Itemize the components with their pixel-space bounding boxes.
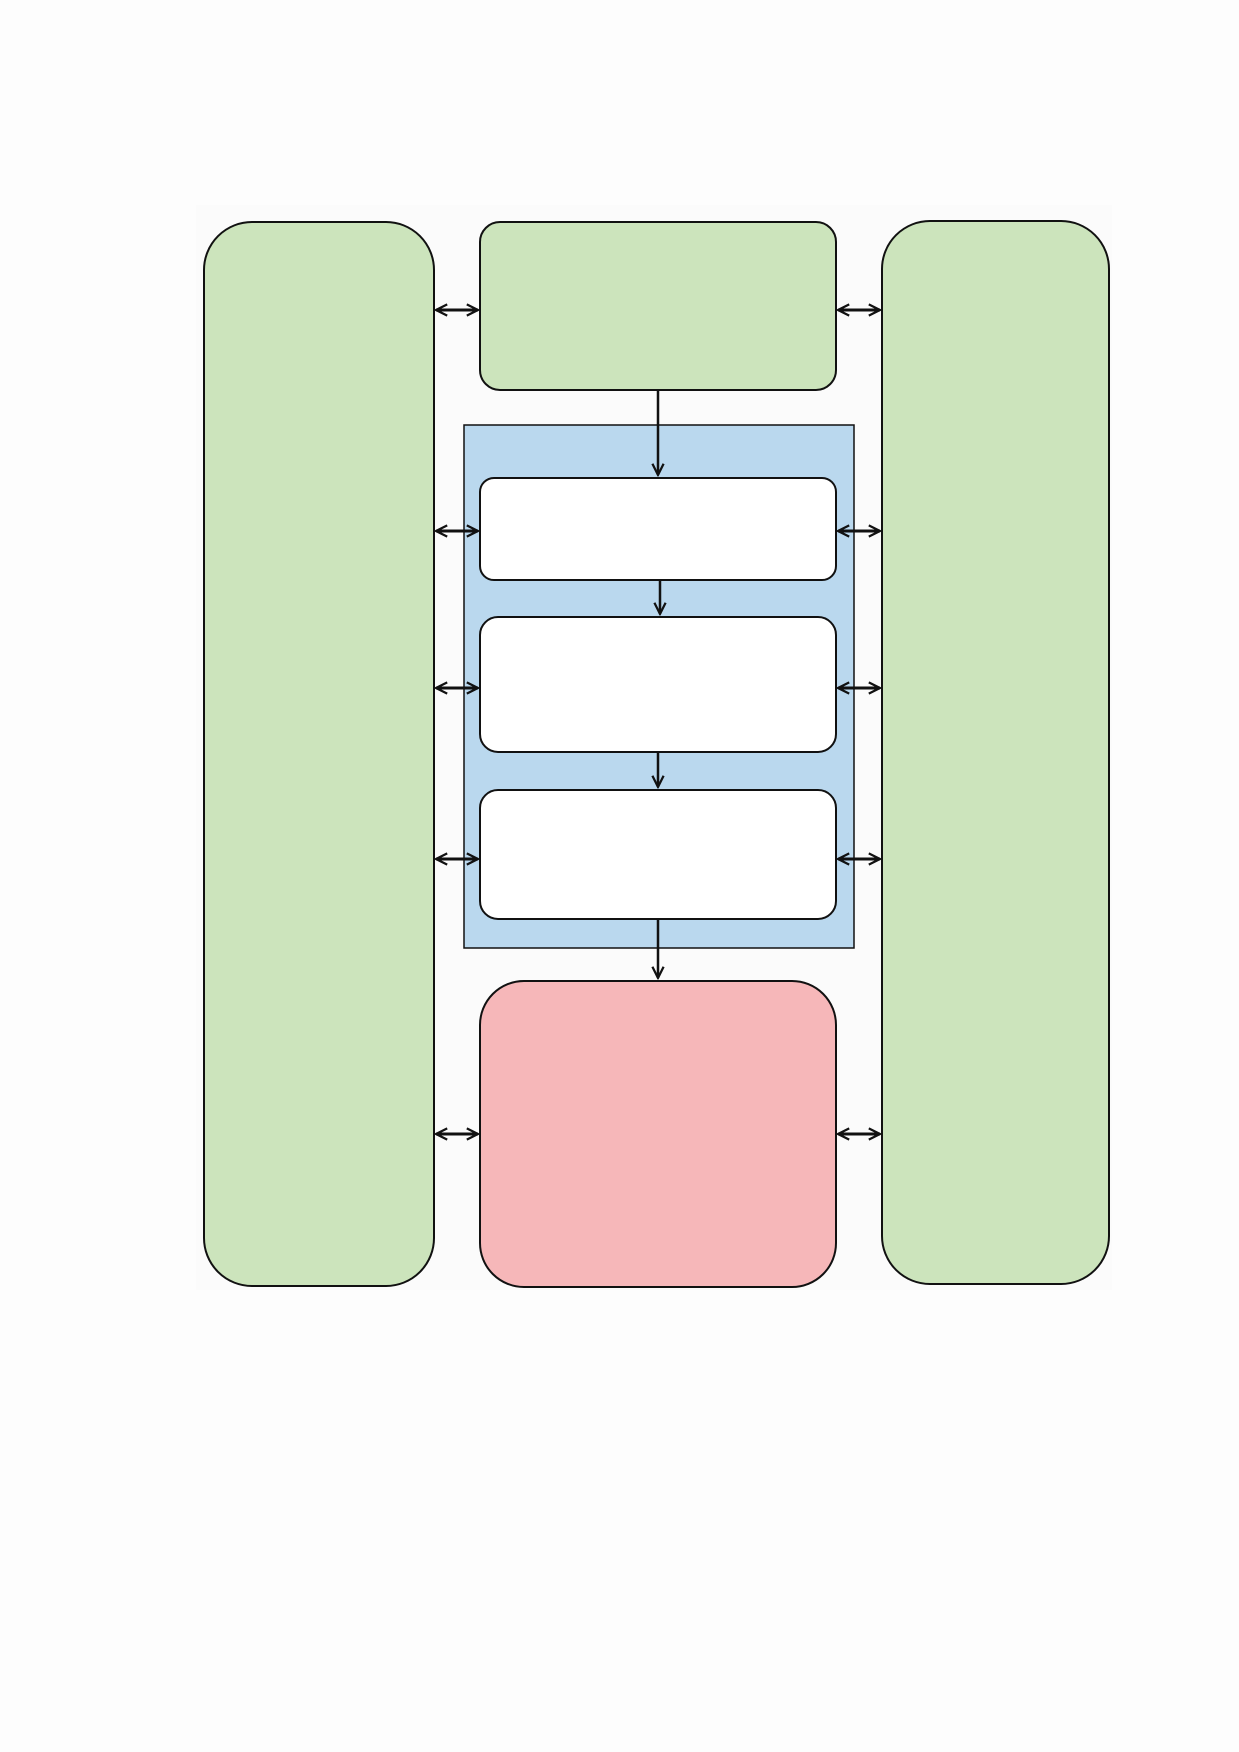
left-panel-shape [203,221,435,1287]
stage-box-2-shape [479,616,837,753]
left-link-arrows [436,310,478,1134]
left-panel [203,221,435,1287]
right-panel [881,220,1110,1285]
stage-box-3 [479,789,837,920]
stage-box-2 [479,616,837,753]
right-panel-shape [881,220,1110,1285]
bottom-box [479,980,837,1288]
top-box [479,221,837,391]
stage-box-1-shape [479,477,837,581]
stage-box-1 [479,477,837,581]
bottom-box-shape [479,980,837,1288]
top-box-shape [479,221,837,391]
stage-box-3-shape [479,789,837,920]
right-link-arrows [838,310,880,1134]
flow-arrows [658,390,660,978]
